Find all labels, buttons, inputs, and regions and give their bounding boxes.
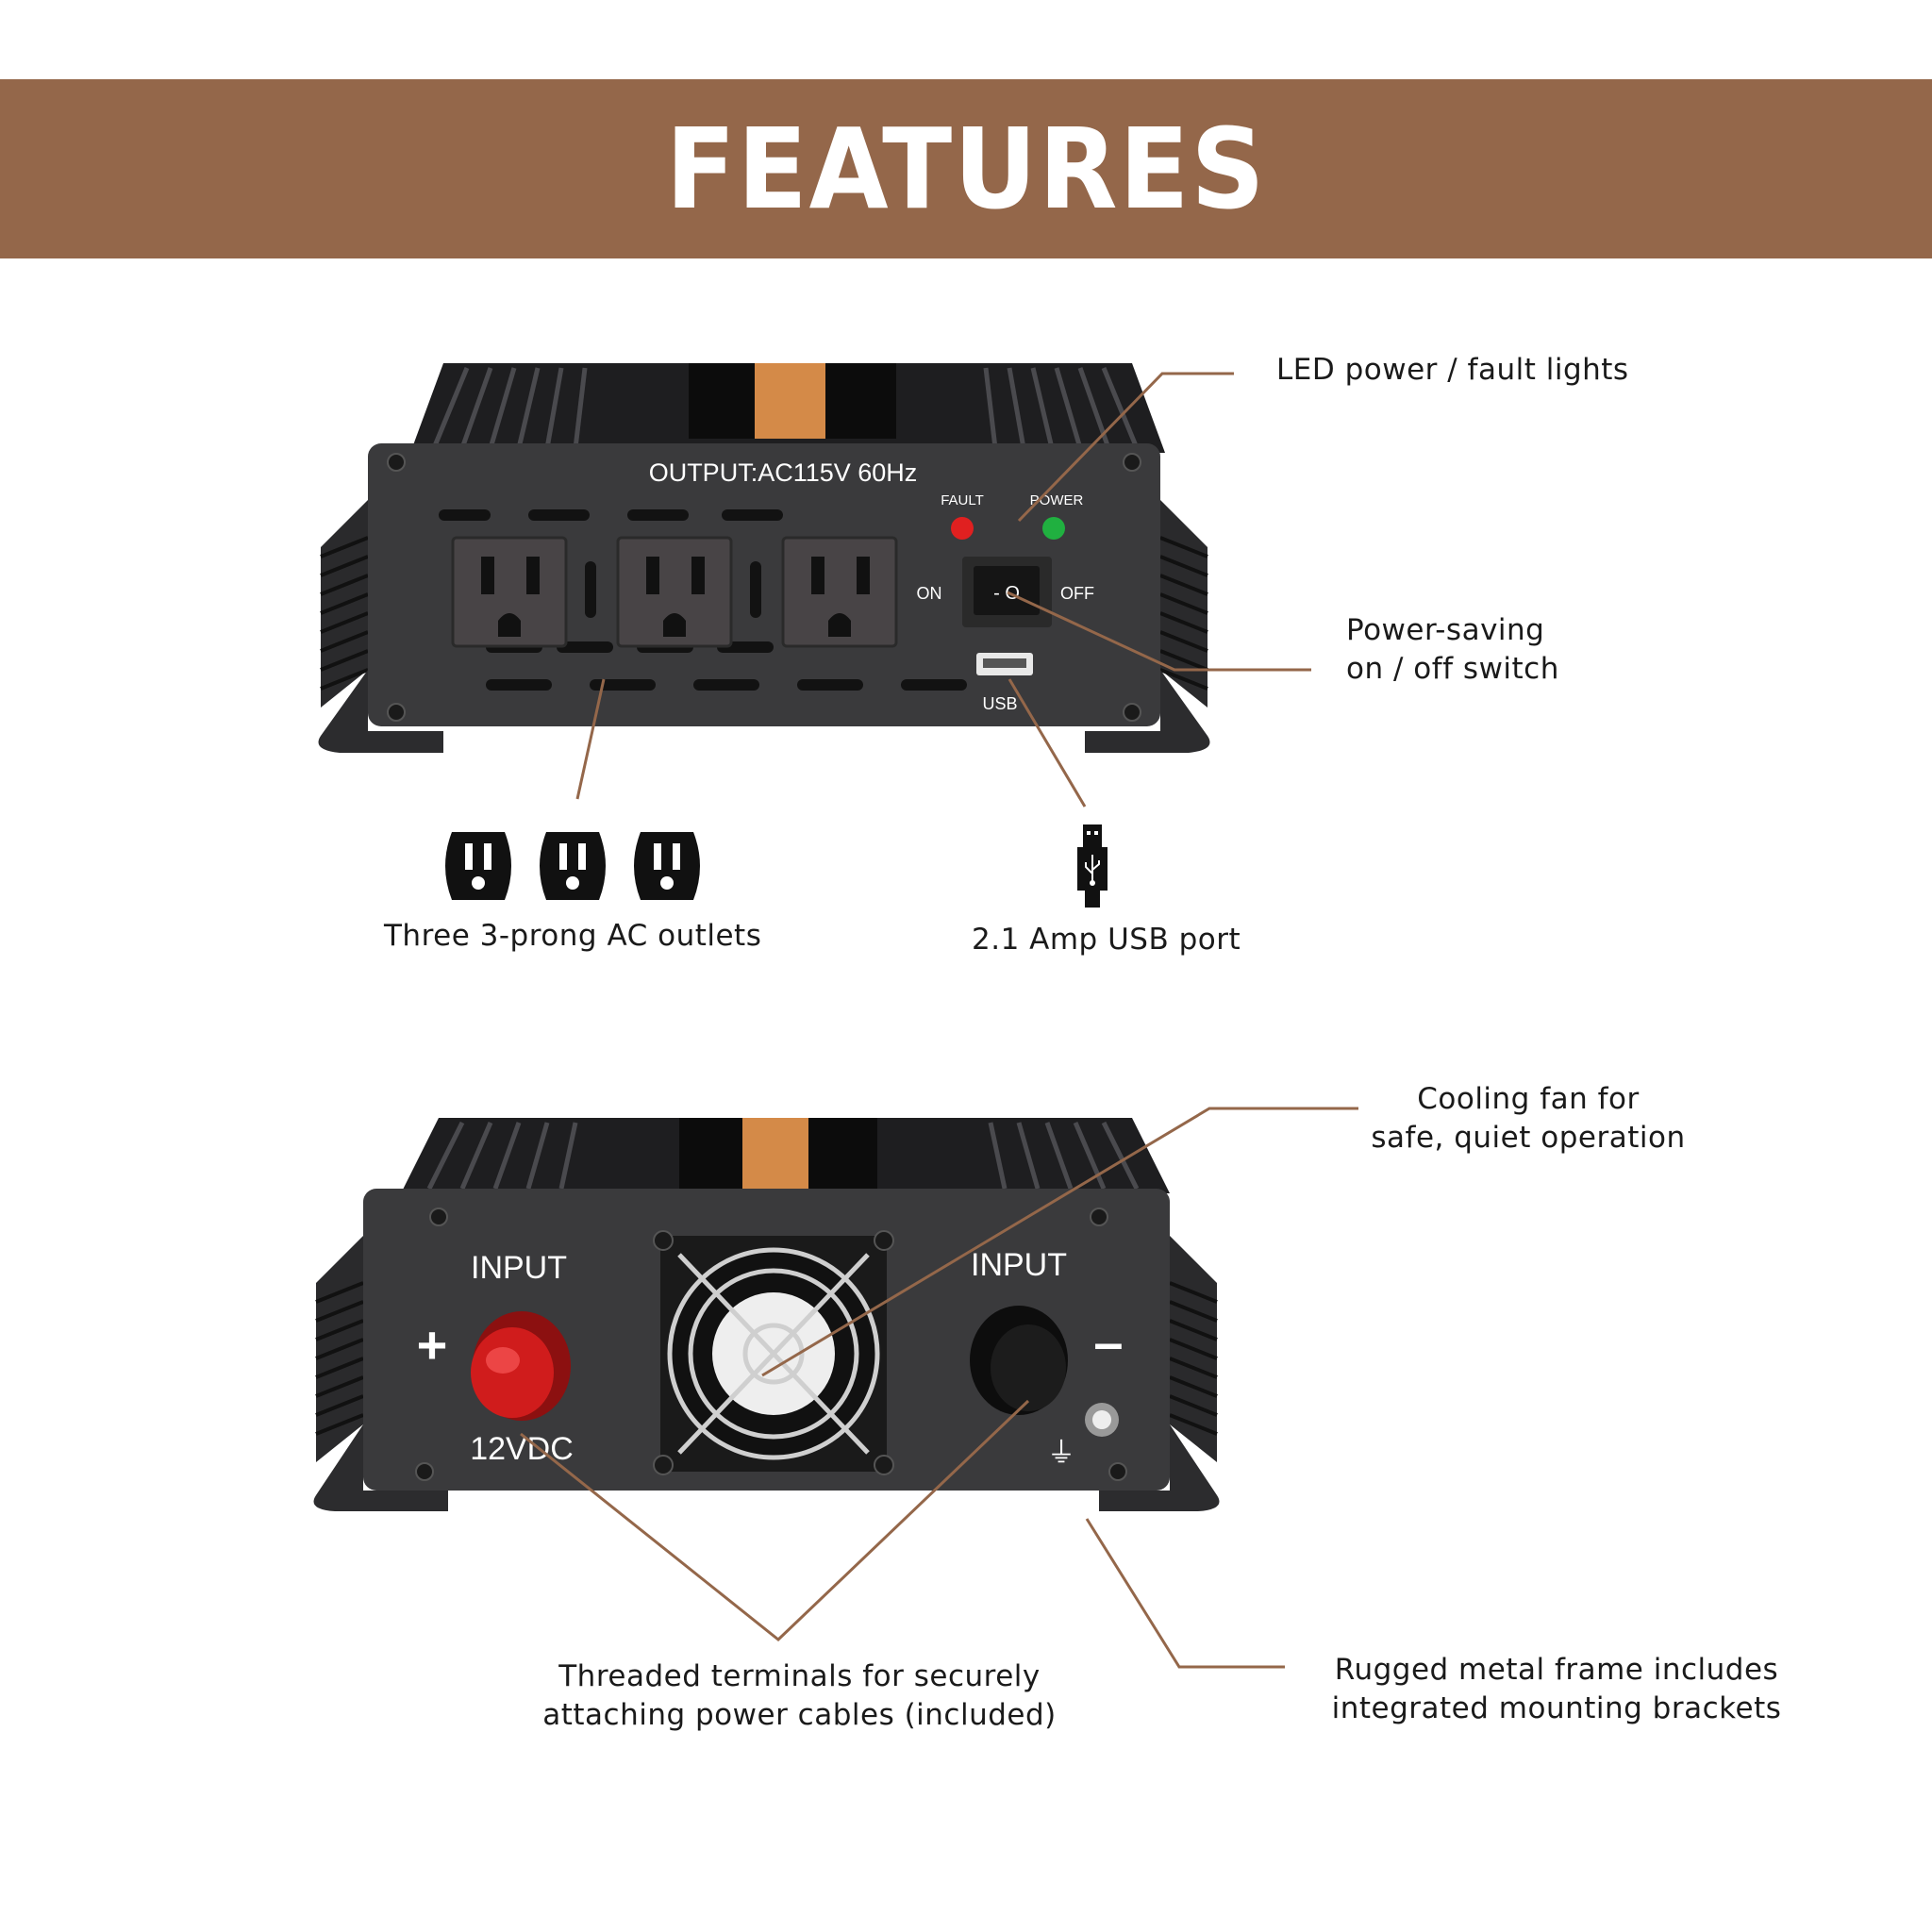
switch-off-label: OFF [1060, 584, 1094, 603]
cooling-fan [653, 1230, 894, 1475]
switch-on-label: ON [917, 584, 942, 603]
output-rating-label: OUTPUT:AC115V 60Hz [649, 458, 918, 487]
features-banner: FEATURES [0, 79, 1932, 258]
input-right-label: INPUT [971, 1247, 1067, 1283]
fault-led-icon [951, 517, 974, 540]
ground-symbol-icon: ⏚ [1047, 1437, 1075, 1470]
heatsink-fins-right [1159, 500, 1208, 708]
input-left-label: INPUT [471, 1250, 567, 1286]
inverter-front-panel: OUTPUT:AC115V 60Hz FAULT POWER ON OFF - … [318, 363, 1210, 753]
callout-power-switch: Power-saving on / off switch [1346, 613, 1559, 686]
ground-stud[interactable] [1085, 1403, 1119, 1437]
fault-label: FAULT [941, 492, 984, 508]
ac-outlet-icon [445, 832, 511, 900]
usb-label: USB [982, 694, 1017, 713]
plus-symbol: + [417, 1315, 448, 1374]
callout-usb-port: 2.1 Amp USB port [972, 923, 1241, 957]
callout-led-lights: LED power / fault lights [1276, 353, 1629, 387]
usb-icon [1075, 823, 1113, 913]
voltage-label: 12VDC [470, 1431, 574, 1467]
callout-cooling-fan: Cooling fan for safe, quiet operation [1371, 1082, 1686, 1155]
callout-ac-outlets: Three 3-prong AC outlets [384, 919, 762, 953]
svg-text:- O: - O [993, 583, 1020, 604]
page-title: FEATURES [665, 104, 1267, 234]
heatsink-fins-left [320, 500, 369, 708]
inverter-rear-panel: INPUT INPUT + – 12VDC ⏚ [313, 1118, 1220, 1511]
power-led-icon [1042, 517, 1065, 540]
ac-outlet-icon-group [439, 830, 708, 906]
minus-symbol: – [1093, 1312, 1123, 1372]
callout-threaded-terminals: Threaded terminals for securely attachin… [542, 1659, 1057, 1732]
power-label: POWER [1030, 492, 1084, 508]
positive-terminal[interactable] [471, 1311, 571, 1421]
ac-outlet-icon [634, 832, 700, 900]
callout-metal-frame: Rugged metal frame includes integrated m… [1331, 1653, 1782, 1725]
negative-terminal[interactable] [970, 1306, 1068, 1415]
ac-outlet-icon [540, 832, 606, 900]
